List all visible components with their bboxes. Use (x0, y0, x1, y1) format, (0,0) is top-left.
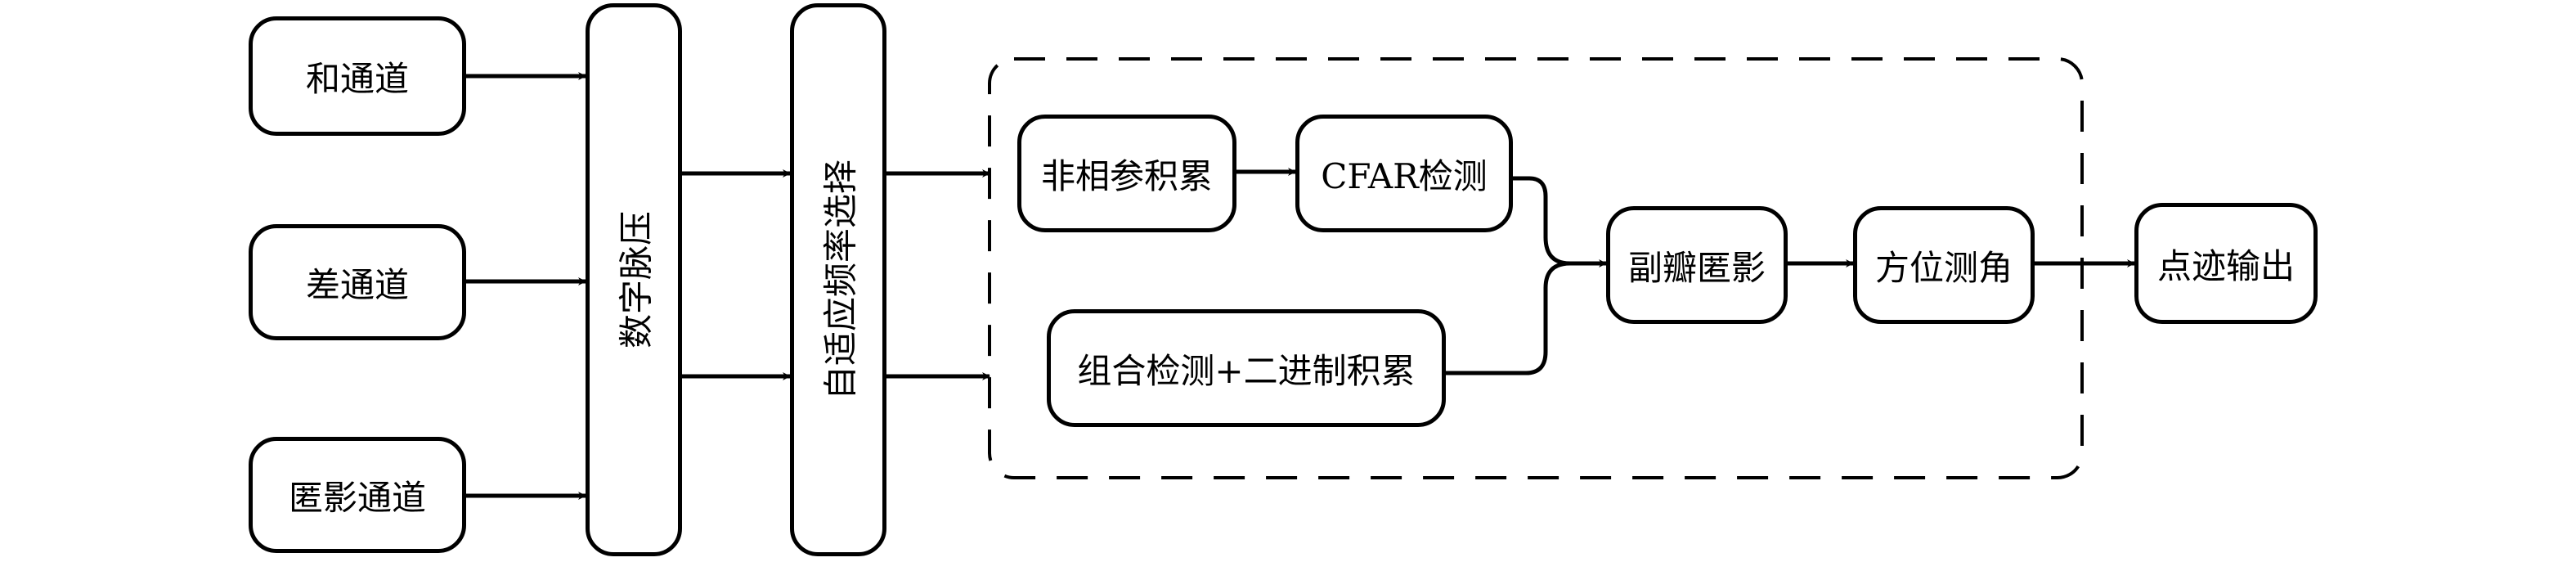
arrow-combined-to-sidelobe (1444, 261, 1571, 375)
azimuth-measurement-label: 方位测角 (1874, 247, 2013, 288)
noncoherent-integration-box: 非相参积累 (1017, 115, 1236, 232)
cfar-detection-label: CFAR检测 (1321, 155, 1488, 196)
combined-detection-label: 组合检测+二进制积累 (1077, 350, 1416, 391)
combined-detection-box: 组合检测+二进制积累 (1047, 309, 1446, 427)
pulse-compression-label: 数字脉压 (616, 210, 657, 349)
processing-group-border (988, 57, 2084, 479)
plot-output-box: 点迹输出 (2134, 203, 2318, 324)
sidelobe-blanking-label: 副瓣匿影 (1627, 247, 1766, 288)
sum-channel-label: 和通道 (305, 58, 409, 99)
blanking-channel-box: 匿影通道 (249, 437, 466, 553)
plot-output-label: 点迹输出 (2156, 245, 2295, 286)
diff-channel-box: 差通道 (249, 224, 466, 340)
cfar-detection-box: CFAR检测 (1295, 115, 1513, 232)
blanking-channel-label: 匿影通道 (288, 477, 426, 518)
pulse-compression-box: 数字脉压 (586, 3, 682, 556)
noncoherent-integration-label: 非相参积累 (1040, 155, 1213, 196)
diff-channel-label: 差通道 (305, 264, 409, 305)
adaptive-frequency-label: 自适应频率选择 (820, 159, 861, 401)
adaptive-frequency-box: 自适应频率选择 (790, 3, 886, 556)
azimuth-measurement-box: 方位测角 (1853, 206, 2035, 324)
arrow-cfar-to-sidelobe (1513, 176, 1607, 268)
sidelobe-blanking-box: 副瓣匿影 (1606, 206, 1788, 324)
sum-channel-box: 和通道 (249, 16, 466, 136)
